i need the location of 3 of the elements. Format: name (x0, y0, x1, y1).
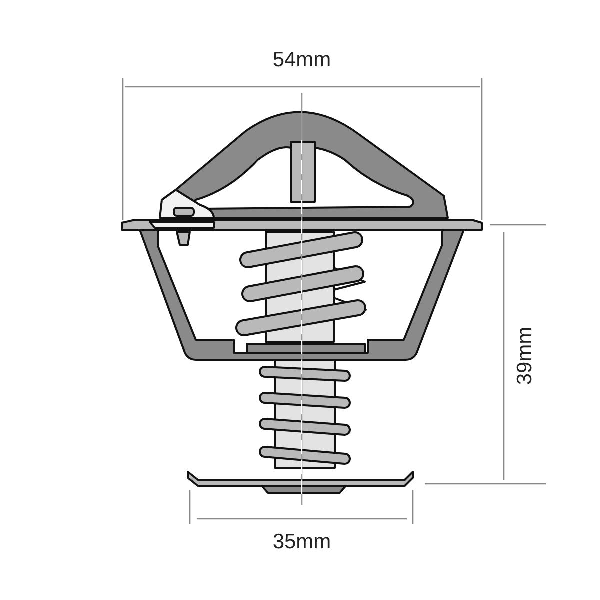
dimension-label: 54mm (272, 50, 332, 70)
dimension-label: 35mm (272, 532, 332, 552)
dimension-label: 39mm (514, 326, 536, 386)
